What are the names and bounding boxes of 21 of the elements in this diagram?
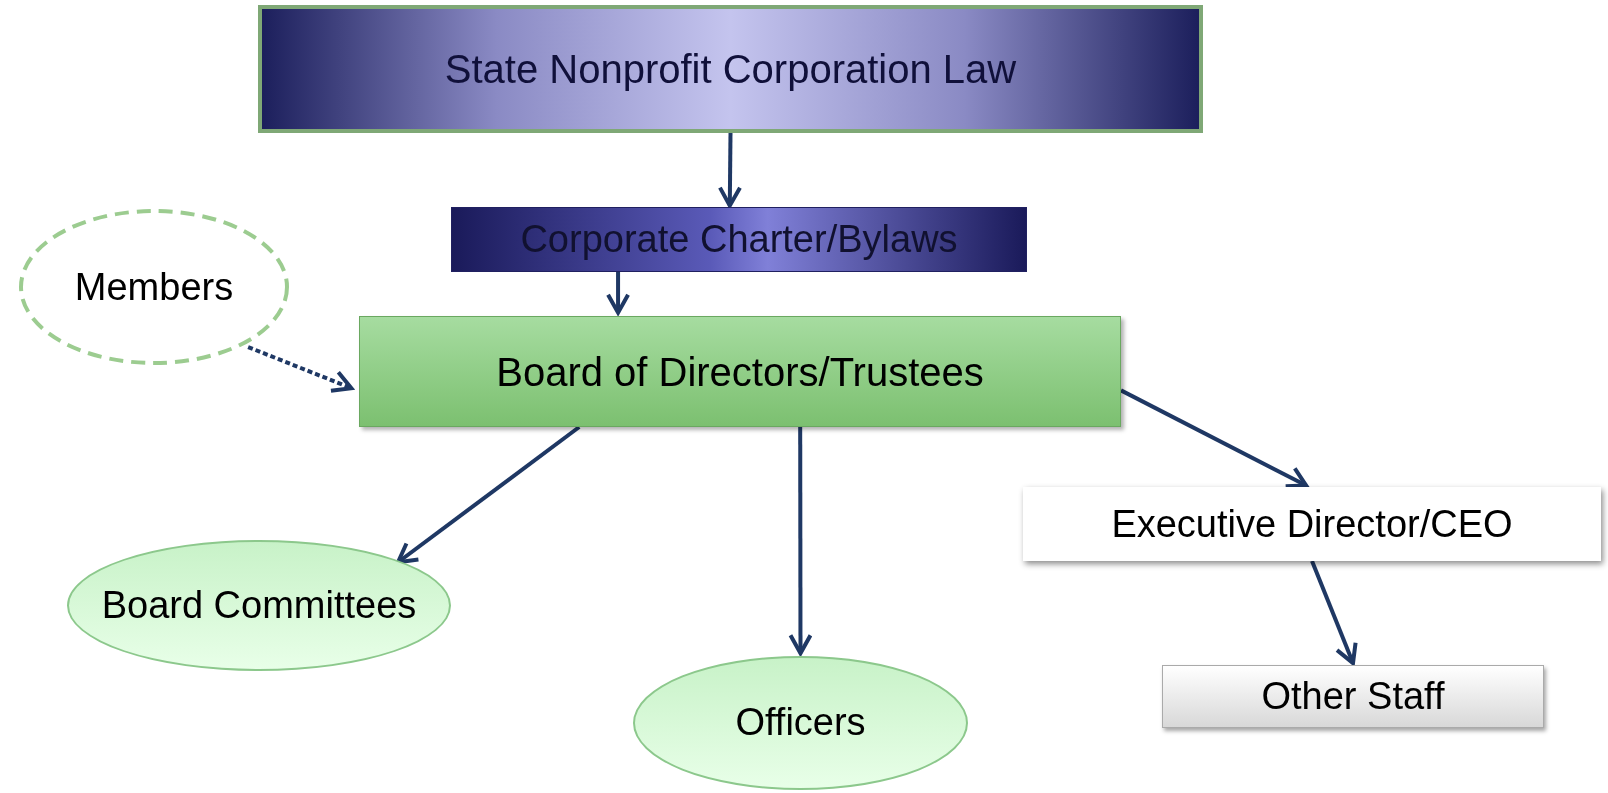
arrow <box>1120 388 1309 489</box>
node-label: Board Committees <box>100 582 418 628</box>
role-box <box>1023 487 1601 561</box>
role-box <box>1162 665 1544 728</box>
node-label: Corporate Charter/Bylaws <box>519 217 959 262</box>
arrow <box>1310 560 1358 666</box>
arrow <box>717 132 742 208</box>
arrow <box>788 427 813 656</box>
arrow <box>396 425 581 565</box>
dashed-ellipse <box>18 208 290 366</box>
law-box <box>258 5 1203 133</box>
board-box <box>359 316 1121 427</box>
node-label: Officers <box>734 700 867 746</box>
node-label: Executive Director/CEO <box>1110 501 1514 547</box>
node-label: Members <box>73 264 235 310</box>
arrow <box>606 272 631 315</box>
node-label: Other Staff <box>1260 674 1446 719</box>
node-label: State Nonprofit Corporation Law <box>443 46 1018 93</box>
arrow <box>247 345 354 393</box>
node-label: Board of Directors/Trustees <box>495 348 985 396</box>
charter-box <box>451 207 1027 272</box>
